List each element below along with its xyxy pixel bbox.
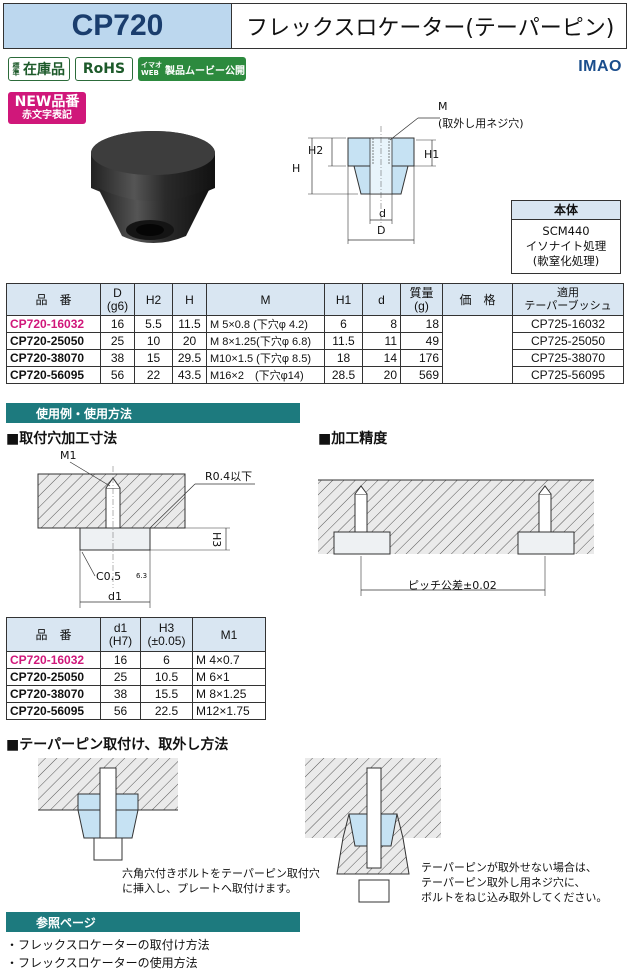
rohs-badge: RoHS [75,57,133,81]
install-note-right: テーパーピンが取外せない場合は、 テーパーピン取外し用ネジ穴に、 ボルトをねじ込… [421,861,608,904]
col-code: 品 番 [6,283,101,316]
m-note: (取外し用ネジ穴) [438,117,524,130]
table-row: CP720-56095 56 22 43.5 M16×2 (下穴φ14) 28.… [6,366,624,384]
r-label: R0.4以下 [205,470,253,483]
table-row: CP720-16032 16 6 M 4×0.7 [6,651,266,669]
dimension-drawing [308,117,440,244]
col-bush: 適用 テーパーブッシュ [512,283,624,316]
col-D: D (g6) [100,283,135,316]
m-label: M [438,100,448,113]
table-row: CP720-25050 25 10.5 M 6×1 [6,668,266,686]
web-label: イマオ WEB [141,61,162,77]
mounting-hole-drawing [37,461,255,608]
section-usage: 使用例・使用方法 [6,403,300,423]
new-code-badge: NEW品番 赤文字表記 [8,92,86,124]
col-price: 価 格 [442,283,513,316]
table-row: CP720-16032 16 5.5 11.5 M 5×0.8 (下穴φ 4.2… [6,315,624,384]
material-header: 本体 [512,201,620,220]
h-label: H [292,162,301,175]
col-d: d [362,283,401,316]
precision-title: ■加工精度 [318,431,388,447]
stock-badge-label: 在庫品 [23,62,65,78]
precision-drawing [318,479,594,596]
c-label: C0.5 [96,570,122,583]
product-code: CP720 [4,4,232,48]
material-line3: (軟窒化処理) [532,254,600,268]
m1-label: M1 [60,449,77,462]
roughness-label: 6.3 [136,572,148,580]
brand-logo: IMAO [578,58,622,75]
section-reference: 参照ページ [6,912,300,932]
col-mass: 質量 (g) [400,283,443,316]
col-H: H [172,283,207,316]
col-H2: H2 [134,283,173,316]
page-header: CP720 フレックスロケーター(テーパーピン) [3,3,627,49]
h2-label: H2 [308,144,324,157]
D-label: D [377,224,386,237]
h1-label: H1 [424,148,440,161]
stock-badge: 標準 在庫品 [8,57,70,81]
product-title: フレックスロケーター(テーパーピン) [246,16,615,41]
col-H1: H1 [324,283,363,316]
reference-link-install[interactable]: ・フレックスロケーターの取付け方法 [6,938,210,952]
install-drawing-left [38,758,178,861]
movie-label: 製品ムービー公開 [165,65,245,77]
material-line1: SCM440 [542,224,590,238]
stock-badge-small: 標準 [12,62,20,76]
table-row: CP720-38070 38 15 29.5 M10×1.5 (下穴φ 8.5)… [6,349,624,367]
mounting-title: ■取付穴加工寸法 [6,431,118,447]
col-M: M [206,283,325,316]
product-photo [91,131,215,243]
reference-link-usage[interactable]: ・フレックスロケーターの使用方法 [6,956,198,970]
table-row: CP720-25050 25 10 20 M 8×1.25(下穴φ 6.8) 1… [6,332,624,350]
install-note-left: 六角穴付きボルトをテーパーピン取付穴 に挿入し、プレートへ取付けます。 [122,867,320,895]
hole-table: 品 番 d1 (H7) H3 (±0.05) M1 CP720-16032 16… [6,617,266,720]
movie-badge: イマオ WEB 製品ムービー公開 [138,57,246,81]
hole-table-header: 品 番 d1 (H7) H3 (±0.05) M1 [6,617,266,652]
table-row: CP720-56095 56 22.5 M12×1.75 [6,702,266,720]
table-row: CP720-38070 38 15.5 M 8×1.25 [6,685,266,703]
material-box: 本体 SCM440 イソナイト処理 (軟窒化処理) [511,200,621,274]
spec-table-header: 品 番 D (g6) H2 H M H1 d 質量 (g) 価 格 適用 テーパ… [6,283,624,316]
pitch-label: ピッチ公差±0.02 [408,579,497,592]
install-drawing-right [305,758,441,903]
d1-label: d1 [108,590,122,603]
material-line2: イソナイト処理 [525,239,607,253]
h3-label: H3 [210,532,223,548]
install-title: ■テーパーピン取付け、取外し方法 [6,737,229,753]
d-label: d [379,207,386,220]
spec-table: 品 番 D (g6) H2 H M H1 d 質量 (g) 価 格 適用 テーパ… [6,283,624,384]
